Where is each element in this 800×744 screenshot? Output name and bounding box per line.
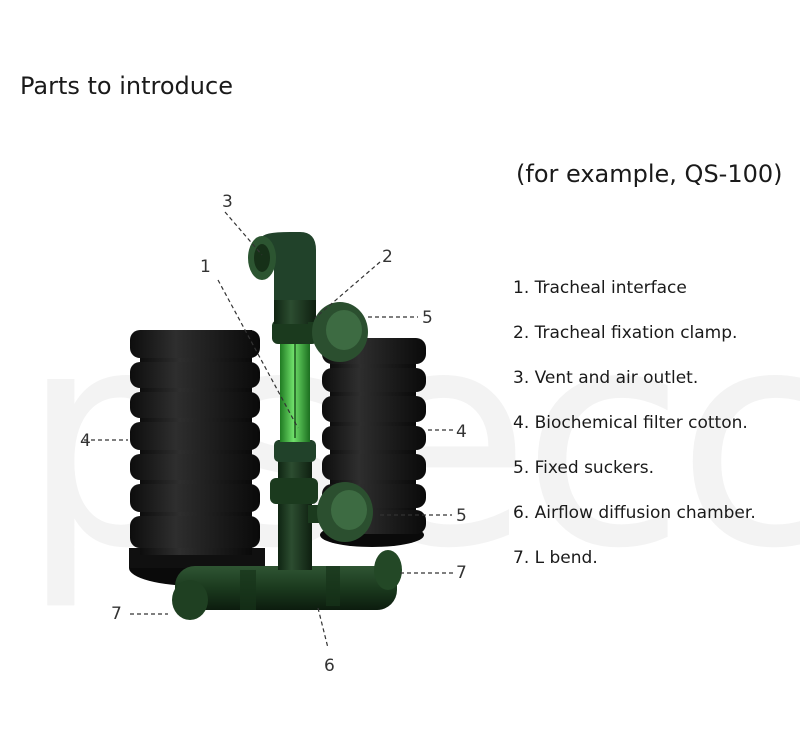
model-subtitle: (for example, QS-100) [516,160,783,188]
callout-1: 1 [200,257,211,277]
callout-7-left: 7 [111,604,122,624]
base-pipe [172,550,402,620]
part-item-2: 2. Tracheal fixation clamp. [513,323,738,343]
callout-6: 6 [324,656,335,676]
part-item-3: 3. Vent and air outlet. [513,368,699,388]
sucker-bottom [308,482,373,542]
left-sponge [129,330,265,586]
part-item-6: 6. Airflow diffusion chamber. [513,503,756,523]
callout-4-right: 4 [456,422,467,442]
parts-list: 1. Tracheal interface 2. Tracheal fixati… [513,276,756,591]
callout-2: 2 [382,247,393,267]
callout-5-bottom: 5 [456,506,467,526]
part-item-5: 5. Fixed suckers. [513,458,655,478]
callout-3: 3 [222,192,233,212]
sucker-top [308,302,368,362]
page-title: Parts to introduce [20,72,233,100]
callout-5-top: 5 [422,308,433,328]
part-item-4: 4. Biochemical filter cotton. [513,413,748,433]
part-item-7: 7. L bend. [513,548,598,568]
callout-7-right: 7 [456,563,467,583]
callout-lines [84,211,455,649]
callout-4-left: 4 [80,431,91,451]
part-item-1: 1. Tracheal interface [513,278,687,298]
